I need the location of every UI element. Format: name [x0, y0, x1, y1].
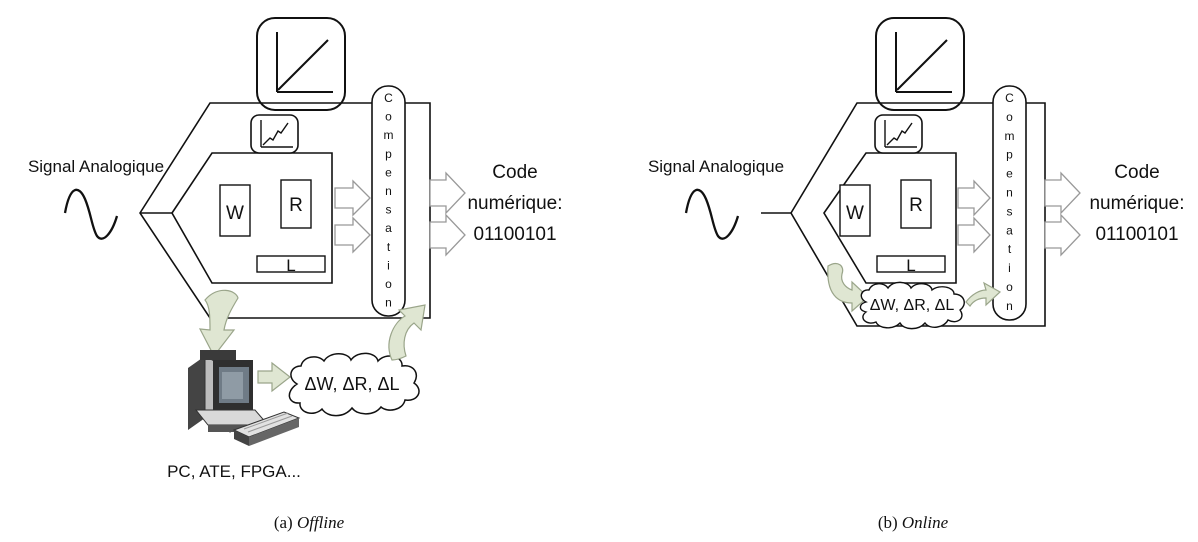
compensation-letter: n: [1006, 186, 1013, 200]
compensation-letter: a: [385, 221, 392, 235]
compensation-letter: p: [1006, 148, 1013, 162]
transfer-function-icon: [875, 17, 965, 111]
caption: (b) Online: [878, 513, 949, 532]
output-code-line2: numérique:: [467, 193, 562, 214]
compensation-letter: a: [1006, 223, 1013, 237]
compensation-letter: p: [385, 147, 392, 161]
hollow-arrow: [334, 179, 371, 217]
block-r: [280, 179, 312, 229]
compensation-letter: i: [1008, 261, 1011, 275]
block-r-label: R: [289, 195, 303, 216]
compensation-block: [992, 85, 1027, 321]
output-code-line3: 01100101: [473, 224, 556, 245]
block-l-label: L: [906, 256, 915, 275]
compensation-letter: o: [1006, 110, 1013, 124]
hollow-arrow: [957, 179, 991, 217]
sine-wave-icon: [63, 188, 172, 240]
block-l-label: L: [286, 256, 295, 275]
compensation-letter: t: [387, 240, 391, 254]
compensation-letter: s: [386, 203, 392, 217]
output-hollow-arrow: [1044, 213, 1081, 257]
output-code-line2: numérique:: [1089, 193, 1184, 214]
delta-cloud: [288, 352, 420, 417]
arrow-to-cloud: [257, 361, 291, 393]
output-hollow-arrow: [429, 213, 466, 257]
caption: (a) Offline: [274, 513, 345, 532]
compensation-letter: e: [385, 165, 392, 179]
output-hollow-arrow: [429, 171, 466, 215]
block-w: [839, 184, 871, 237]
sine-wave-icon: [684, 188, 791, 240]
transfer-function-icon: [256, 17, 346, 111]
block-l: [256, 255, 326, 273]
input-label: Signal Analogique: [648, 157, 784, 176]
adc-outer-block: [139, 102, 431, 319]
compensation-letter: m: [1005, 129, 1015, 143]
compensation-block: [371, 85, 406, 317]
arrow-to-compensation: [965, 281, 1002, 307]
output-hollow-arrow: [1044, 171, 1081, 215]
adc-inner-block: [171, 152, 333, 284]
compensation-letter: s: [1007, 204, 1013, 218]
output-code-line1: Code: [492, 162, 537, 183]
curved-arrow-up: [388, 304, 426, 361]
nonlinear-transfer-icon: [874, 114, 923, 154]
block-w-label: W: [226, 203, 244, 224]
compensation-letter: i: [387, 258, 390, 272]
compensation-letter: o: [1006, 280, 1013, 294]
computer-label: PC, ATE, FPGA...: [167, 462, 301, 481]
computer-icon: [188, 350, 301, 446]
block-w-label: W: [846, 203, 864, 224]
compensation-letter: o: [385, 277, 392, 291]
compensation-letter: n: [1006, 299, 1013, 313]
block-r: [900, 179, 932, 229]
delta-cloud: [859, 281, 965, 330]
block-l: [876, 255, 946, 273]
input-label: Signal Analogique: [28, 157, 164, 176]
delta-label: ΔW, ΔR, ΔL: [304, 374, 399, 394]
compensation-letter: e: [1006, 167, 1013, 181]
curved-arrow-down: [198, 289, 239, 358]
curved-arrow-to-cloud: [827, 262, 869, 313]
block-w: [219, 184, 251, 237]
adc-inner-block: [823, 152, 957, 284]
compensation-letter: t: [1008, 242, 1012, 256]
compensation-letter: m: [384, 128, 394, 142]
delta-label: ΔW, ΔR, ΔL: [870, 297, 955, 314]
block-r-label: R: [909, 195, 923, 216]
compensation-letter: n: [385, 184, 392, 198]
hollow-arrow: [957, 216, 991, 254]
compensation-letter: C: [384, 91, 393, 105]
output-code-line1: Code: [1114, 162, 1159, 183]
output-code-line3: 01100101: [1095, 224, 1178, 245]
compensation-letter: n: [385, 296, 392, 310]
compensation-letter: o: [385, 110, 392, 124]
compensation-letter: C: [1005, 91, 1014, 105]
adc-outer-block: [790, 102, 1046, 327]
hollow-arrow: [334, 216, 371, 254]
nonlinear-transfer-icon: [250, 114, 299, 154]
